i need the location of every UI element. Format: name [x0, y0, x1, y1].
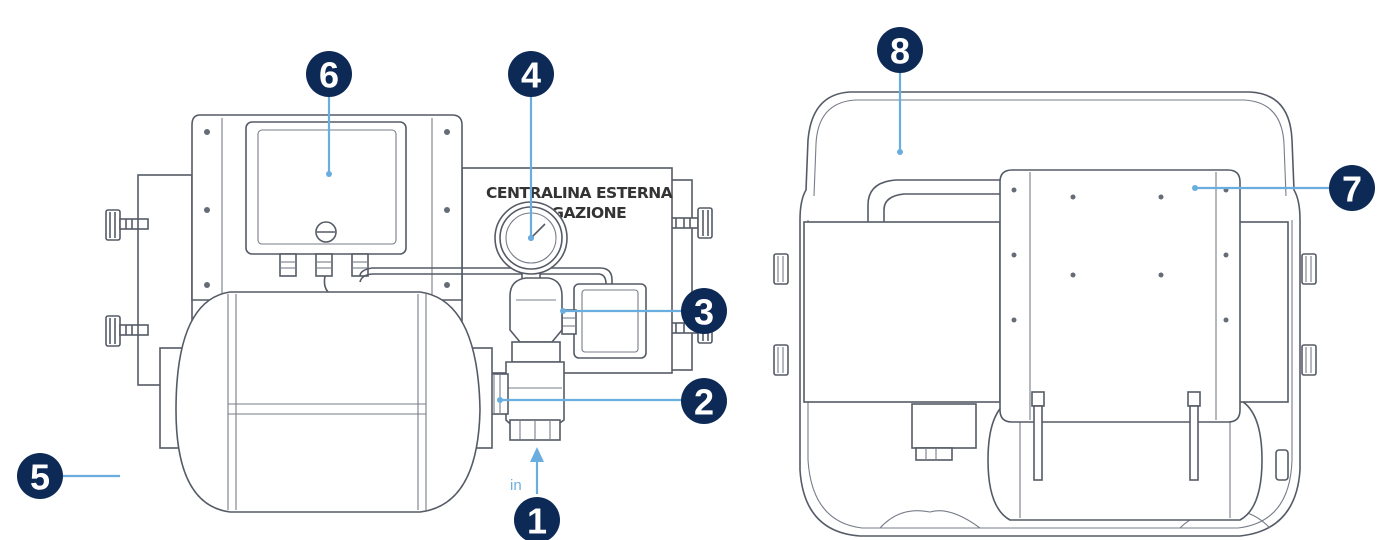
inlet-arrowhead [530, 447, 544, 462]
mounting-plate [999, 169, 1241, 423]
knob-right-top [667, 207, 713, 239]
enclosure-view [773, 91, 1317, 537]
callout-6: 6 [306, 51, 352, 97]
callout-3-number: 3 [694, 292, 714, 333]
callout-7-number: 7 [1342, 169, 1362, 210]
pump-body [487, 277, 565, 441]
plate-title-line2: IGAZIONE [546, 204, 626, 222]
callout-2-number: 2 [694, 382, 714, 423]
callout-5: 5 [17, 453, 63, 499]
callout-7: 7 [1329, 165, 1375, 211]
knob-left-top [105, 209, 149, 241]
front-view: CENTRALINA ESTERNA IGAZIONE [105, 114, 713, 513]
enclosure-knobs [773, 253, 1317, 481]
leaders [63, 72, 1330, 494]
callout-4-number: 4 [521, 55, 541, 96]
plate-title-line1: CENTRALINA ESTERNA [486, 184, 673, 202]
pressure-switch [561, 283, 647, 359]
callout-2: 2 [681, 378, 727, 424]
callout-1: 1 [514, 497, 560, 540]
knob-left-bottom [105, 315, 149, 347]
callout-3: 3 [681, 288, 727, 334]
callout-5-number: 5 [30, 457, 50, 498]
callout-8-number: 8 [890, 31, 910, 72]
enclosure-side-panel [803, 221, 1001, 403]
strap-clips [1031, 391, 1201, 481]
callout-1-number: 1 [527, 501, 547, 540]
inlet-label: in [510, 477, 522, 494]
callout-4: 4 [508, 51, 554, 97]
callout-8: 8 [877, 27, 923, 73]
callout-6-number: 6 [319, 55, 339, 96]
accumulator-tank [159, 291, 493, 513]
cable-glands [279, 253, 369, 277]
